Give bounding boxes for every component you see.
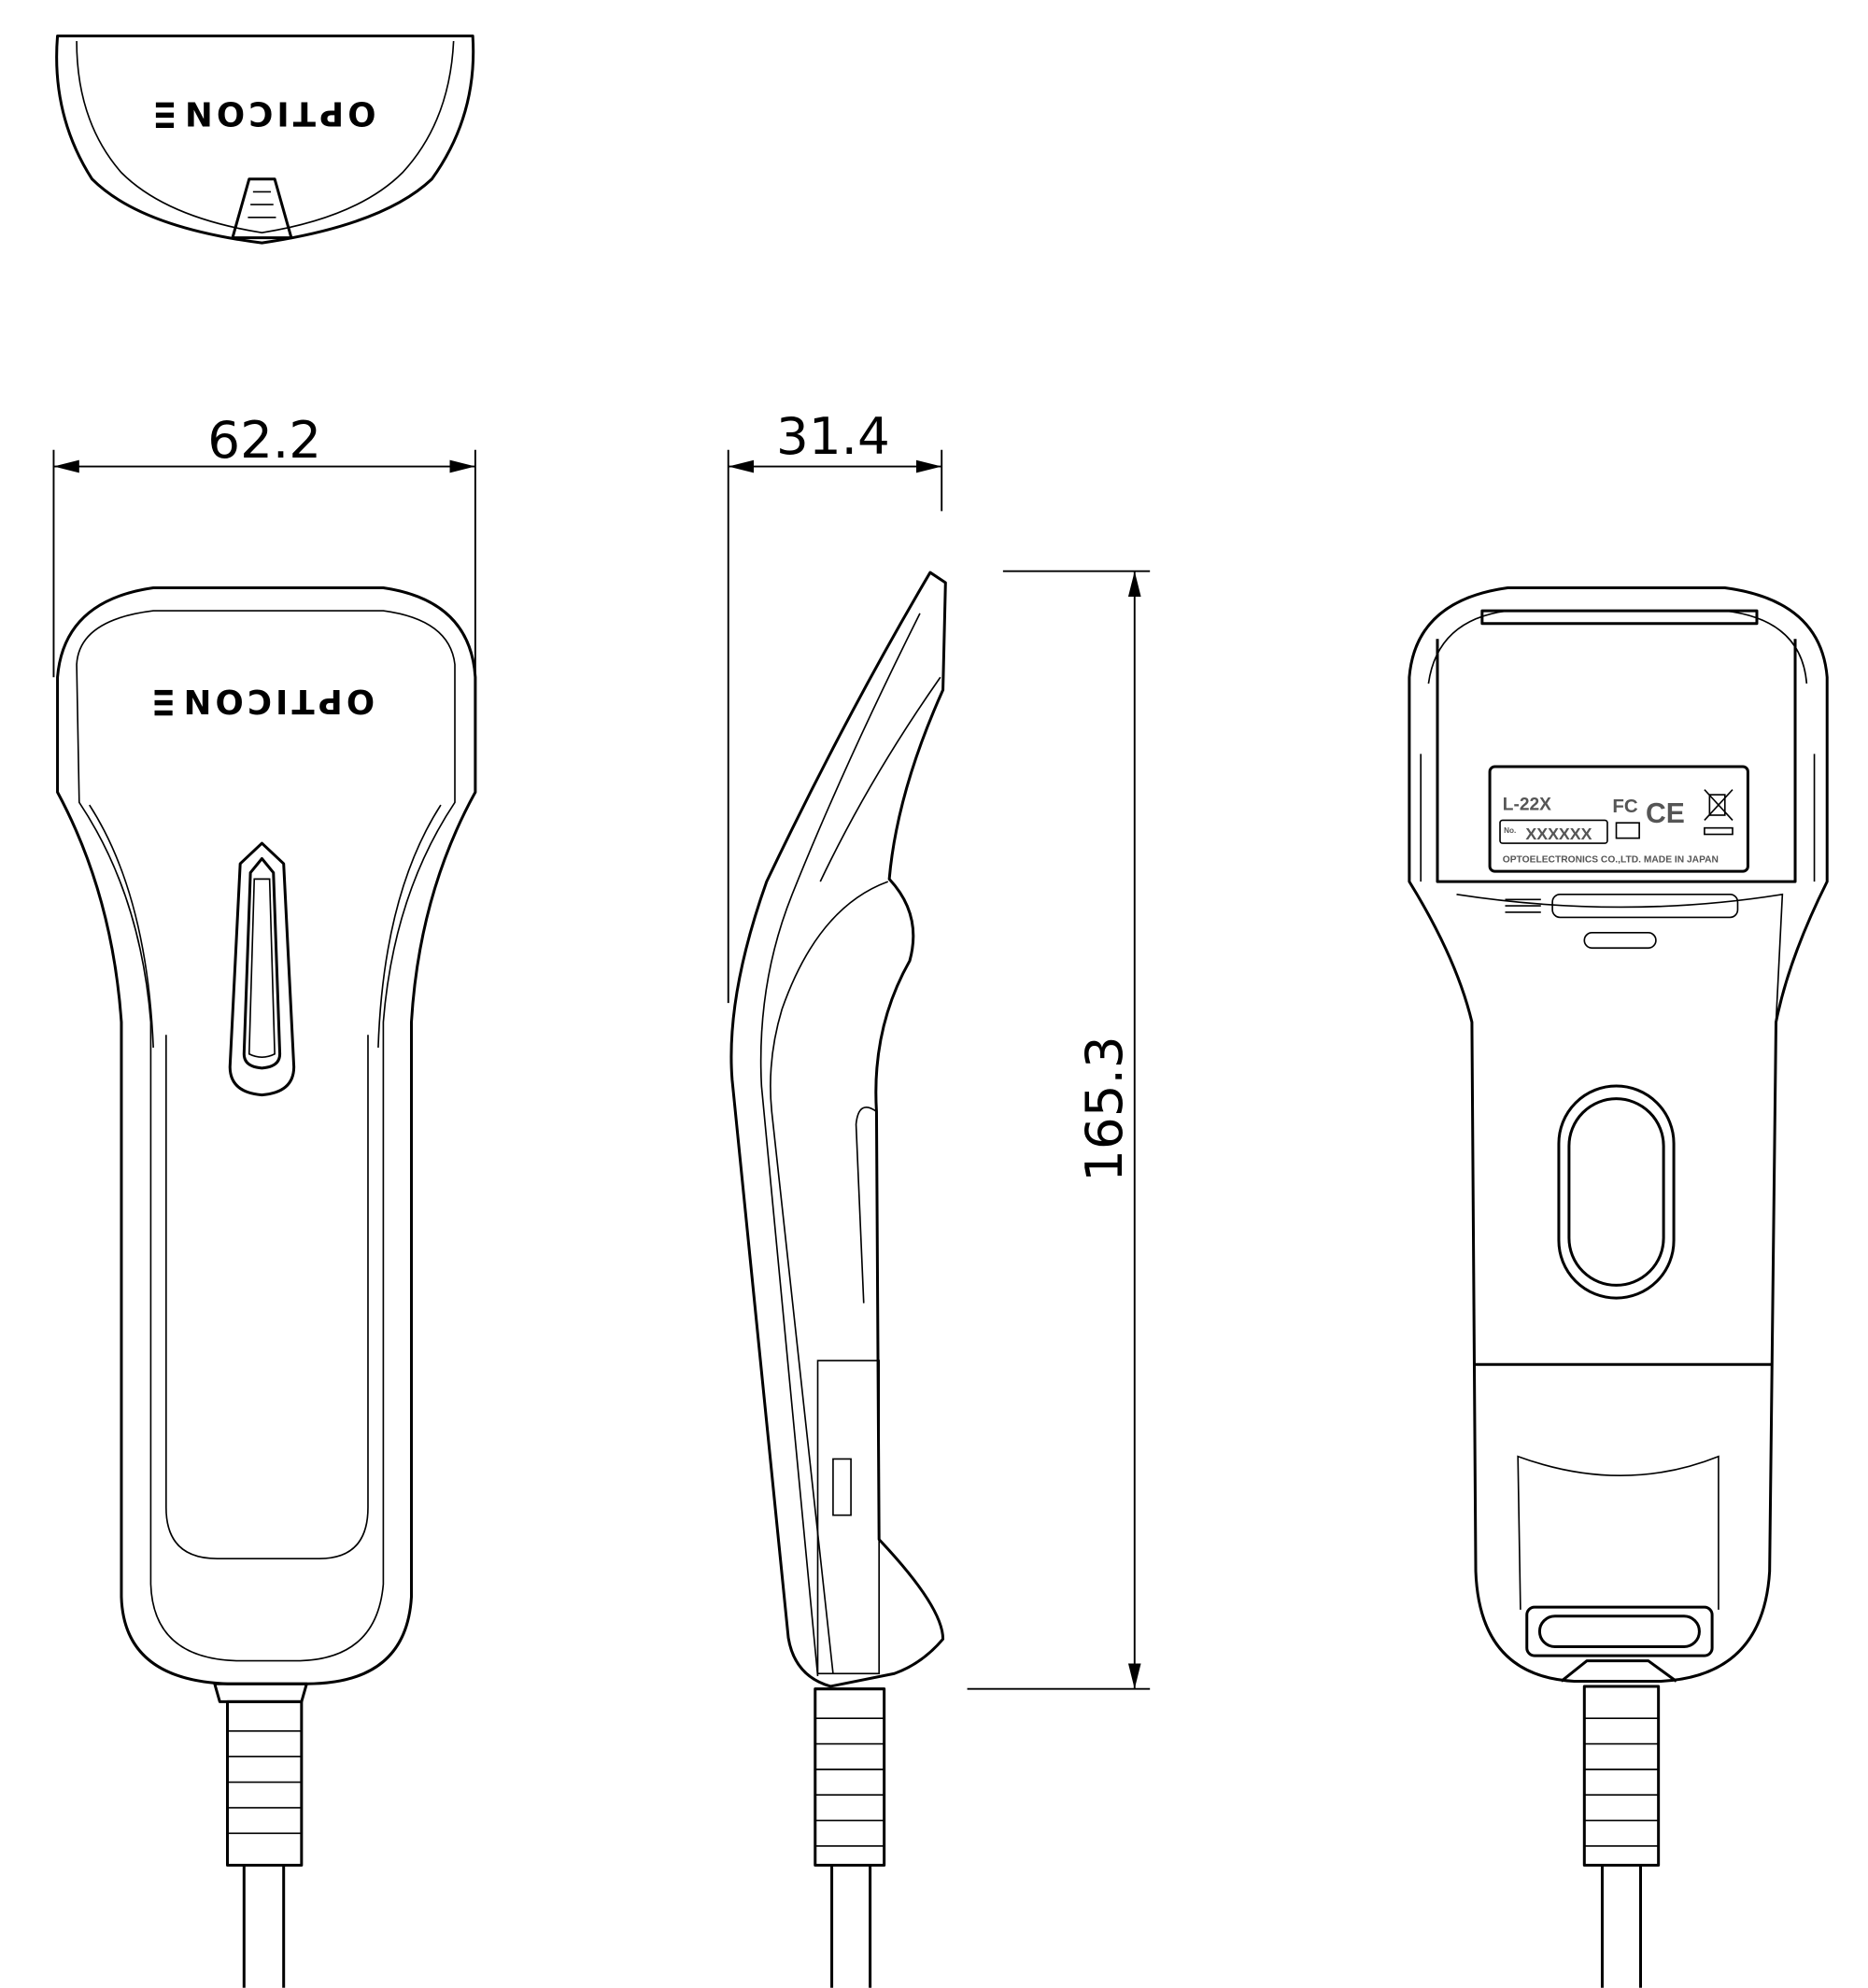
opticon-logo-top: OPTICON [181, 94, 376, 133]
depth-dimension-label: 31.4 [776, 406, 890, 466]
depth-dimension: 31.4 [727, 406, 943, 1004]
side-cable-strain-relief [814, 1687, 886, 1988]
vcci-mark-icon [1615, 822, 1640, 839]
back-oval-button [1557, 1084, 1676, 1300]
label-serial-prefix: No. [1504, 826, 1516, 835]
width-dimension: 62.2 [52, 410, 476, 678]
label-fcc-mark: FC [1612, 796, 1638, 817]
back-view: L-22X No. XXXXXX FC CE OPTOELECTRONICS C… [1408, 585, 1829, 1988]
side-view [729, 571, 947, 1988]
front-view: OPTICON [56, 585, 477, 1988]
top-view: OPTICON [55, 35, 475, 245]
opticon-logo-front: OPTICON [180, 682, 375, 720]
scanner-nose-ridges-icon [248, 190, 276, 219]
width-dimension-label: 62.2 [207, 410, 321, 470]
cable-strain-relief [213, 1682, 308, 1988]
opticon-logo-mark-icon [154, 689, 173, 716]
label-footer: OPTOELECTRONICS CO.,LTD. MADE IN JAPAN [1503, 855, 1719, 866]
label-serial: XXXXXX [1525, 825, 1592, 843]
trigger-slot [228, 841, 296, 1097]
opticon-logo-mark-icon [155, 102, 175, 129]
back-cable-strain-relief [1560, 1659, 1677, 1988]
label-ce-mark: CE [1646, 798, 1685, 829]
height-dimension: 165.3 [967, 570, 1151, 1690]
label-model: L-22X [1503, 796, 1551, 815]
product-label: L-22X No. XXXXXX FC CE OPTOELECTRONICS C… [1499, 789, 1734, 866]
weee-bin-icon [1704, 789, 1734, 836]
height-dimension-label: 165.3 [1074, 1036, 1134, 1182]
vent-slots-icon [1505, 898, 1541, 913]
